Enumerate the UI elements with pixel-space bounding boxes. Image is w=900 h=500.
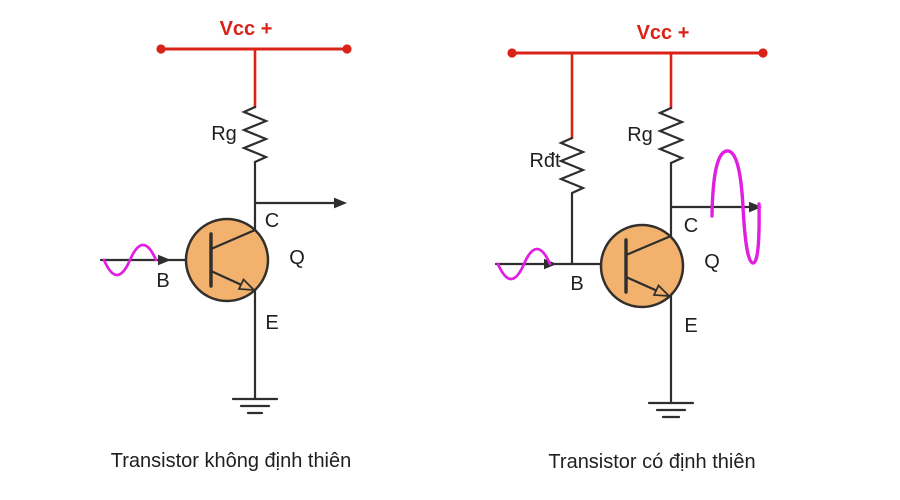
input-sine-wave-icon (102, 243, 158, 277)
ground-symbol (231, 397, 279, 415)
resistor-rdt-label: Rđt (529, 150, 561, 172)
resistor-rg-label: Rg (211, 123, 237, 145)
transistor-collector-lead (624, 234, 673, 257)
resistor-rdt-symbol (558, 136, 586, 195)
left-circuit (99, 44, 352, 415)
right-circuit-caption: Transistor có định thiên (548, 451, 756, 473)
input-arrowhead-icon (158, 254, 171, 266)
transistor-label: Q (289, 247, 305, 269)
output-arrowhead-icon (749, 201, 762, 213)
right-circuit (494, 48, 768, 419)
transistor-collector-lead (209, 228, 257, 251)
emitter-label: E (265, 312, 279, 334)
vcc-label: Vcc + (636, 22, 690, 44)
collector-label: C (264, 210, 280, 232)
resistor-rg-symbol (657, 106, 685, 165)
output-arrowhead-icon (334, 197, 347, 209)
transistor-emitter-lead (209, 269, 248, 289)
emitter-arrowhead-icon (652, 283, 672, 298)
left-circuit-caption: Transistor không định thiên (110, 450, 352, 472)
rail-terminal-dot (507, 48, 517, 58)
base-label: B (156, 270, 170, 292)
transistor-body (184, 217, 270, 303)
output-sine-wave-icon (710, 149, 761, 265)
rail-terminal-dot (758, 48, 768, 58)
collector-label: C (683, 215, 699, 237)
emitter-label: E (684, 315, 698, 337)
resistor-rg-label: Rg (627, 124, 653, 146)
input-sine-wave-icon (496, 247, 552, 281)
transistor-body (599, 223, 685, 309)
rail-terminal-dot (342, 44, 352, 54)
base-label: B (570, 273, 584, 295)
ground-symbol (647, 401, 695, 419)
rail-terminal-dot (156, 44, 166, 54)
emitter-arrowhead-icon (237, 277, 257, 292)
vcc-label: Vcc + (219, 18, 273, 40)
resistor-rg-symbol (241, 105, 269, 164)
transistor-label: Q (704, 251, 720, 273)
